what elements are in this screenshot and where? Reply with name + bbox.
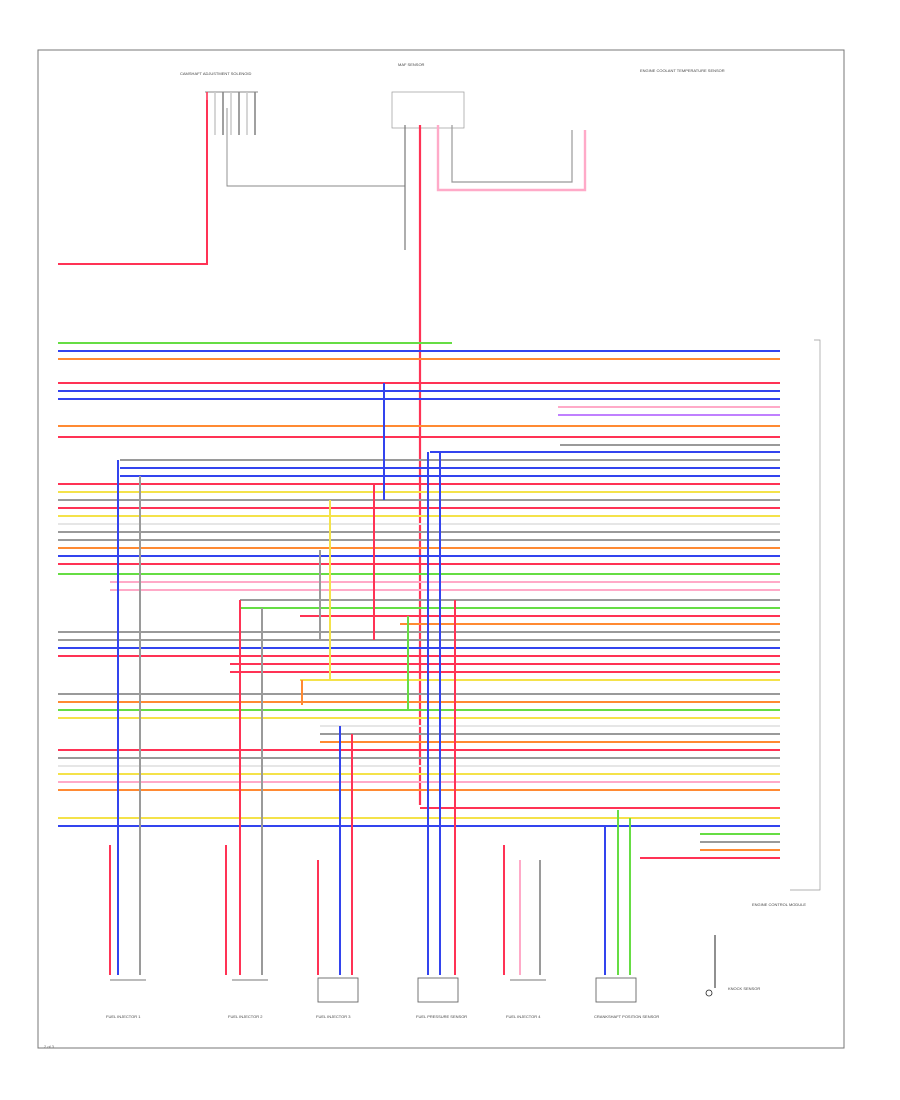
maf-sensor: MAF SENSOR [391,62,465,129]
wire [58,100,208,265]
coolant-temp-sensor: ENGINE COOLANT TEMPERATURE SENSOR [640,68,725,73]
bottom-components: FUEL INJECTOR 1 FUEL INJECTOR 2 FUEL INJEC… [106,977,659,1019]
top-left-connector-pins [206,92,256,135]
wire [436,125,587,192]
knock-sensor: KNOCK SENSOR [705,935,760,997]
top-left-connector: CAMSHAFT ADJUSTMENT SOLENOID [180,71,258,135]
knock-sensor-label: KNOCK SENSOR [728,986,760,991]
component-label: FUEL INJECTOR 4 [506,1014,541,1019]
wire [226,108,405,187]
component-body [317,977,359,1003]
component-label: FUEL PRESSURE SENSOR [416,1014,467,1019]
component-label: FUEL INJECTOR 2 [228,1014,263,1019]
maf-sensor-label: MAF SENSOR [398,62,425,67]
page-footer: 2 of 3 [44,1044,55,1049]
ecm-label: ENGINE CONTROL MODULE [752,902,806,907]
component-body [595,977,637,1003]
ground-symbol-icon [705,989,713,997]
ecm-connector: ENGINE CONTROL MODULE [752,339,821,907]
wire-harness [58,100,780,975]
component-label: FUEL INJECTOR 1 [106,1014,141,1019]
top-left-connector-label: CAMSHAFT ADJUSTMENT SOLENOID [180,71,252,76]
wire [451,125,573,183]
diagram-frame [37,49,845,1049]
coolant-temp-sensor-label: ENGINE COOLANT TEMPERATURE SENSOR [640,68,725,73]
component-label: CRANKSHAFT POSITION SENSOR [594,1014,659,1019]
component-label: FUEL INJECTOR 3 [316,1014,351,1019]
component-body [417,977,459,1003]
